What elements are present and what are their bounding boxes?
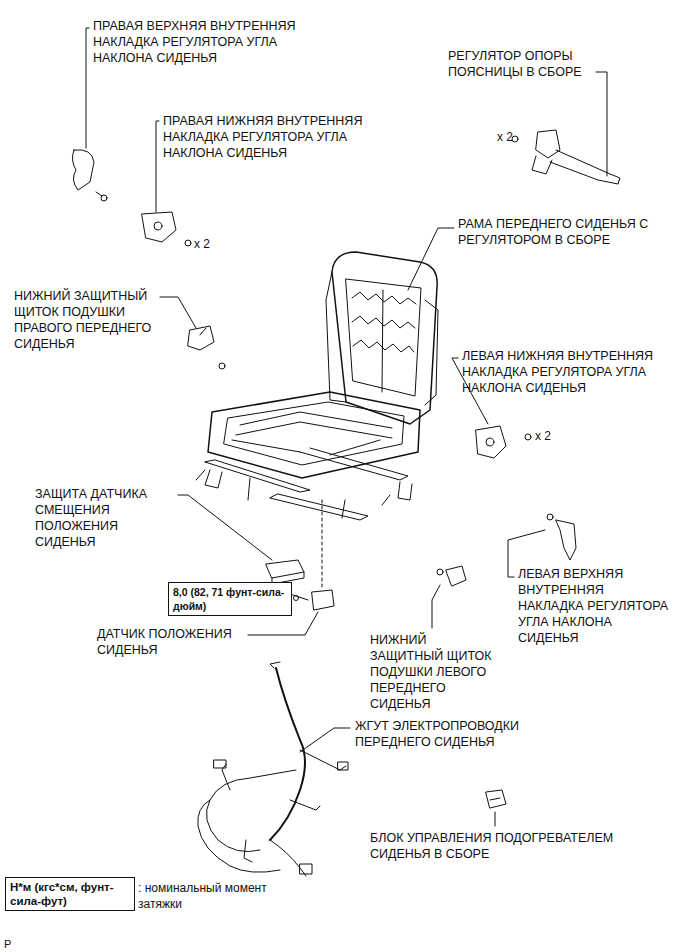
torque-box: 8,0 (82, 71 фунт-сила-дюйм) <box>168 582 292 616</box>
quantity-mark: x 2 <box>535 428 565 444</box>
box-text: Н*м (кгс*см, фунт-сила-фут) <box>10 880 130 908</box>
part-label: ЛЕВАЯ НИЖНЯЯ ВНУТРЕННЯЯ НАКЛАДКА РЕГУЛЯТ… <box>462 348 667 396</box>
part-label: НИЖНИЙ ЗАЩИТНЫЙ ЩИТОК ПОДУШКИ ЛЕВОГО ПЕР… <box>370 632 496 712</box>
quantity-mark: x 2 <box>194 236 224 252</box>
legend-box: Н*м (кгс*см, фунт-сила-фут) <box>5 877 135 911</box>
part-label: ЛЕВАЯ ВЕРХНЯЯ ВНУТРЕННЯЯ НАКЛАДКА РЕГУЛЯ… <box>518 566 670 646</box>
part-label: ЖГУТ ЭЛЕКТРОПРОВОДКИ ПЕРЕДНЕГО СИДЕНЬЯ <box>355 718 547 750</box>
part-label: БЛОК УПРАВЛЕНИЯ ПОДОГРЕВАТЕЛЕМ СИДЕНЬЯ В… <box>370 830 652 862</box>
quantity-mark: x 2 <box>497 129 527 145</box>
part-label: НИЖНИЙ ЗАЩИТНЫЙ ЩИТОК ПОДУШКИ ПРАВОГО ПЕ… <box>14 288 164 352</box>
part-label: РАМА ПЕРЕДНЕГО СИДЕНЬЯ С РЕГУЛЯТОРОМ В С… <box>458 216 673 248</box>
part-label: ДАТЧИК ПОЛОЖЕНИЯ СИДЕНЬЯ <box>97 626 257 658</box>
part-label: ПРАВАЯ НИЖНЯЯ ВНУТРЕННЯЯ НАКЛАДКА РЕГУЛЯ… <box>163 113 368 161</box>
box-text: 8,0 (82, 71 фунт-сила-дюйм) <box>173 585 287 613</box>
part-label: ЗАЩИТА ДАТЧИКА СМЕЩЕНИЯ ПОЛОЖЕНИЯ СИДЕНЬ… <box>35 486 170 550</box>
part-label: ПРАВАЯ ВЕРХНЯЯ ВНУТРЕННЯЯ НАКЛАДКА РЕГУЛ… <box>93 18 298 66</box>
page-mark: P <box>4 936 24 952</box>
legend-note: : номинальный момент затяжки <box>138 880 270 912</box>
part-label: РЕГУЛЯТОР ОПОРЫ ПОЯСНИЦЫ В СБОРЕ <box>448 48 598 80</box>
